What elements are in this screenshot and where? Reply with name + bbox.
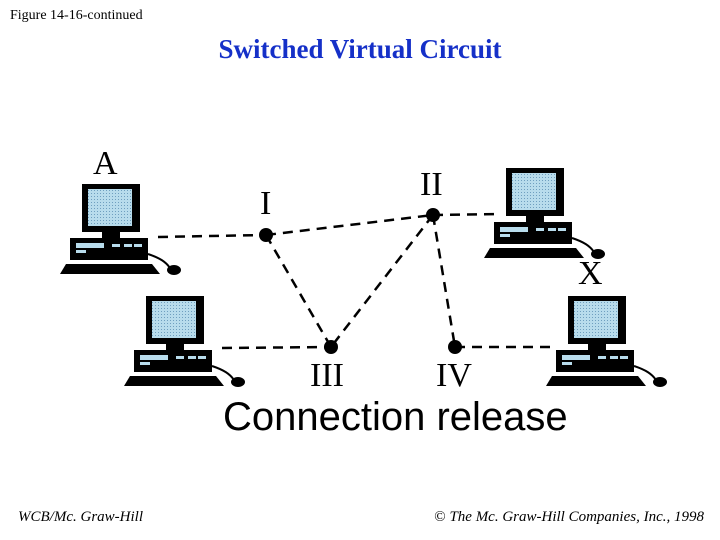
link-ii-iii xyxy=(330,214,434,348)
host-a-label: A xyxy=(93,145,118,182)
switch-label-iii: III xyxy=(310,357,344,394)
slide-title: Switched Virtual Circuit xyxy=(218,34,502,64)
figure-label: Figure 14-16-continued xyxy=(10,8,143,23)
link-ii-host xyxy=(432,212,501,217)
diagram-caption: Connection release xyxy=(223,395,568,439)
footer-copyright-text: The Mc. Graw-Hill Companies, Inc., 1998 xyxy=(449,509,704,525)
switch-node-i xyxy=(259,228,273,242)
host-x-computer xyxy=(545,295,668,388)
link-i-iii xyxy=(264,234,333,348)
copyright-symbol: © xyxy=(434,509,446,525)
host-a-computer xyxy=(59,183,182,276)
switch-label-ii: II xyxy=(420,166,443,203)
footer-publisher: WCB/Mc. Graw-Hill xyxy=(18,509,143,525)
switch-node-ii xyxy=(426,208,440,222)
switch-node-iv xyxy=(448,340,462,354)
link-a-i xyxy=(157,233,267,239)
footer-copyright: © The Mc. Graw-Hill Companies, Inc., 199… xyxy=(434,509,704,526)
switch-label-i: I xyxy=(260,185,271,222)
host-x-label: X xyxy=(578,255,603,292)
link-i-ii xyxy=(265,213,434,237)
link-host-iii xyxy=(221,345,332,350)
switch-label-iv: IV xyxy=(436,357,472,394)
host-c-computer xyxy=(483,167,606,260)
host-b-computer xyxy=(123,295,246,388)
link-ii-iv xyxy=(431,214,457,348)
switch-node-iii xyxy=(324,340,338,354)
